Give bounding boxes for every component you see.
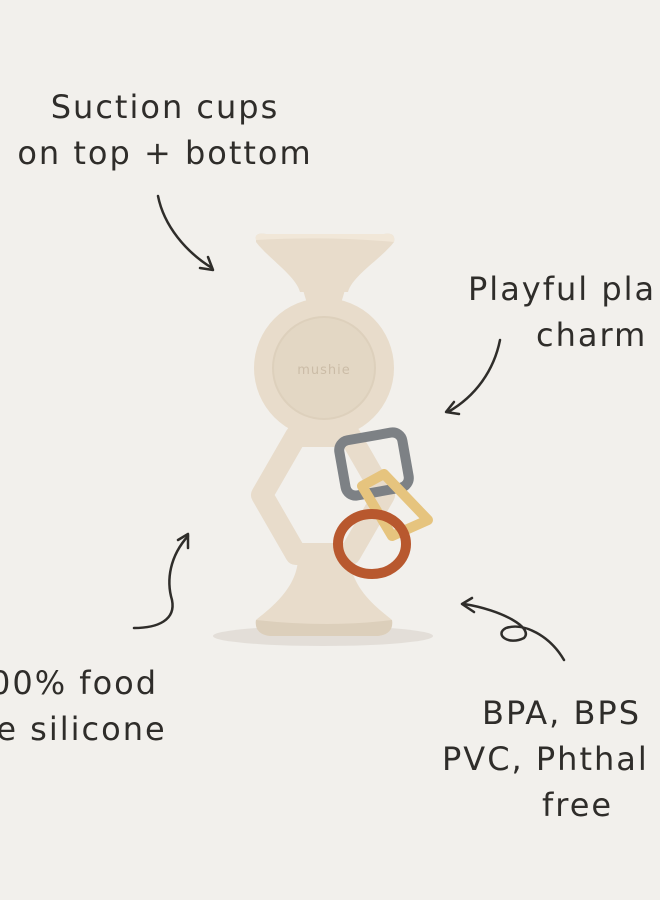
- brand-mark: mushie: [297, 363, 351, 378]
- callout-playful-line2: charm: [536, 316, 648, 354]
- callout-bpa-free: BPA, BPS PVC, Phthal free: [442, 690, 660, 828]
- callout-bpa-line3: free: [542, 786, 614, 824]
- callout-bpa-line1: BPA, BPS: [482, 694, 641, 732]
- callout-food-line1: 00% food: [0, 664, 159, 702]
- callout-playful-charms: Playful pla charm: [468, 266, 660, 358]
- callout-suction-line1: Suction cups: [50, 88, 280, 126]
- callout-suction-cups: Suction cups on top + bottom: [0, 84, 340, 176]
- top-suction-cup: [255, 233, 395, 292]
- callout-bpa-line2: PVC, Phthal: [442, 740, 649, 778]
- callout-food-line2: de silicone: [0, 710, 167, 748]
- callout-food-grade: 00% food de silicone: [0, 660, 234, 752]
- square-charm: [334, 427, 414, 501]
- arrow-food: [132, 534, 190, 630]
- ring-charm: [333, 509, 411, 579]
- bottom-suction-cup: [255, 560, 393, 636]
- arrow-playful: [446, 338, 502, 414]
- callout-playful-line1: Playful pla: [468, 270, 657, 308]
- arrow-suction: [156, 194, 214, 270]
- callout-suction-line2: on top + bottom: [17, 134, 313, 172]
- arrow-bpa: [462, 602, 566, 662]
